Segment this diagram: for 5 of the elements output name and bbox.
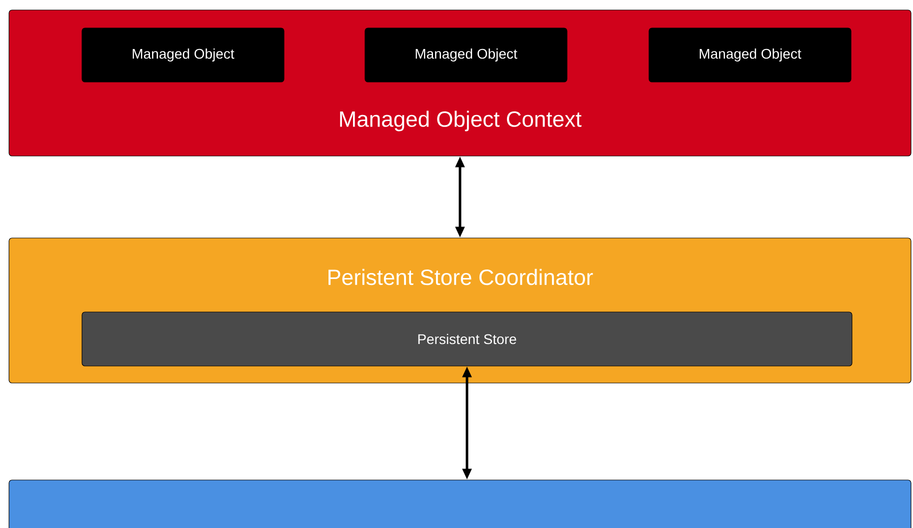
object-box: Managed Object [364,28,568,82]
store-box: Persistent Store [82,312,852,366]
object-box: Managed Object [648,28,852,82]
database-box [8,480,912,528]
object-box: Managed Object [82,28,284,82]
